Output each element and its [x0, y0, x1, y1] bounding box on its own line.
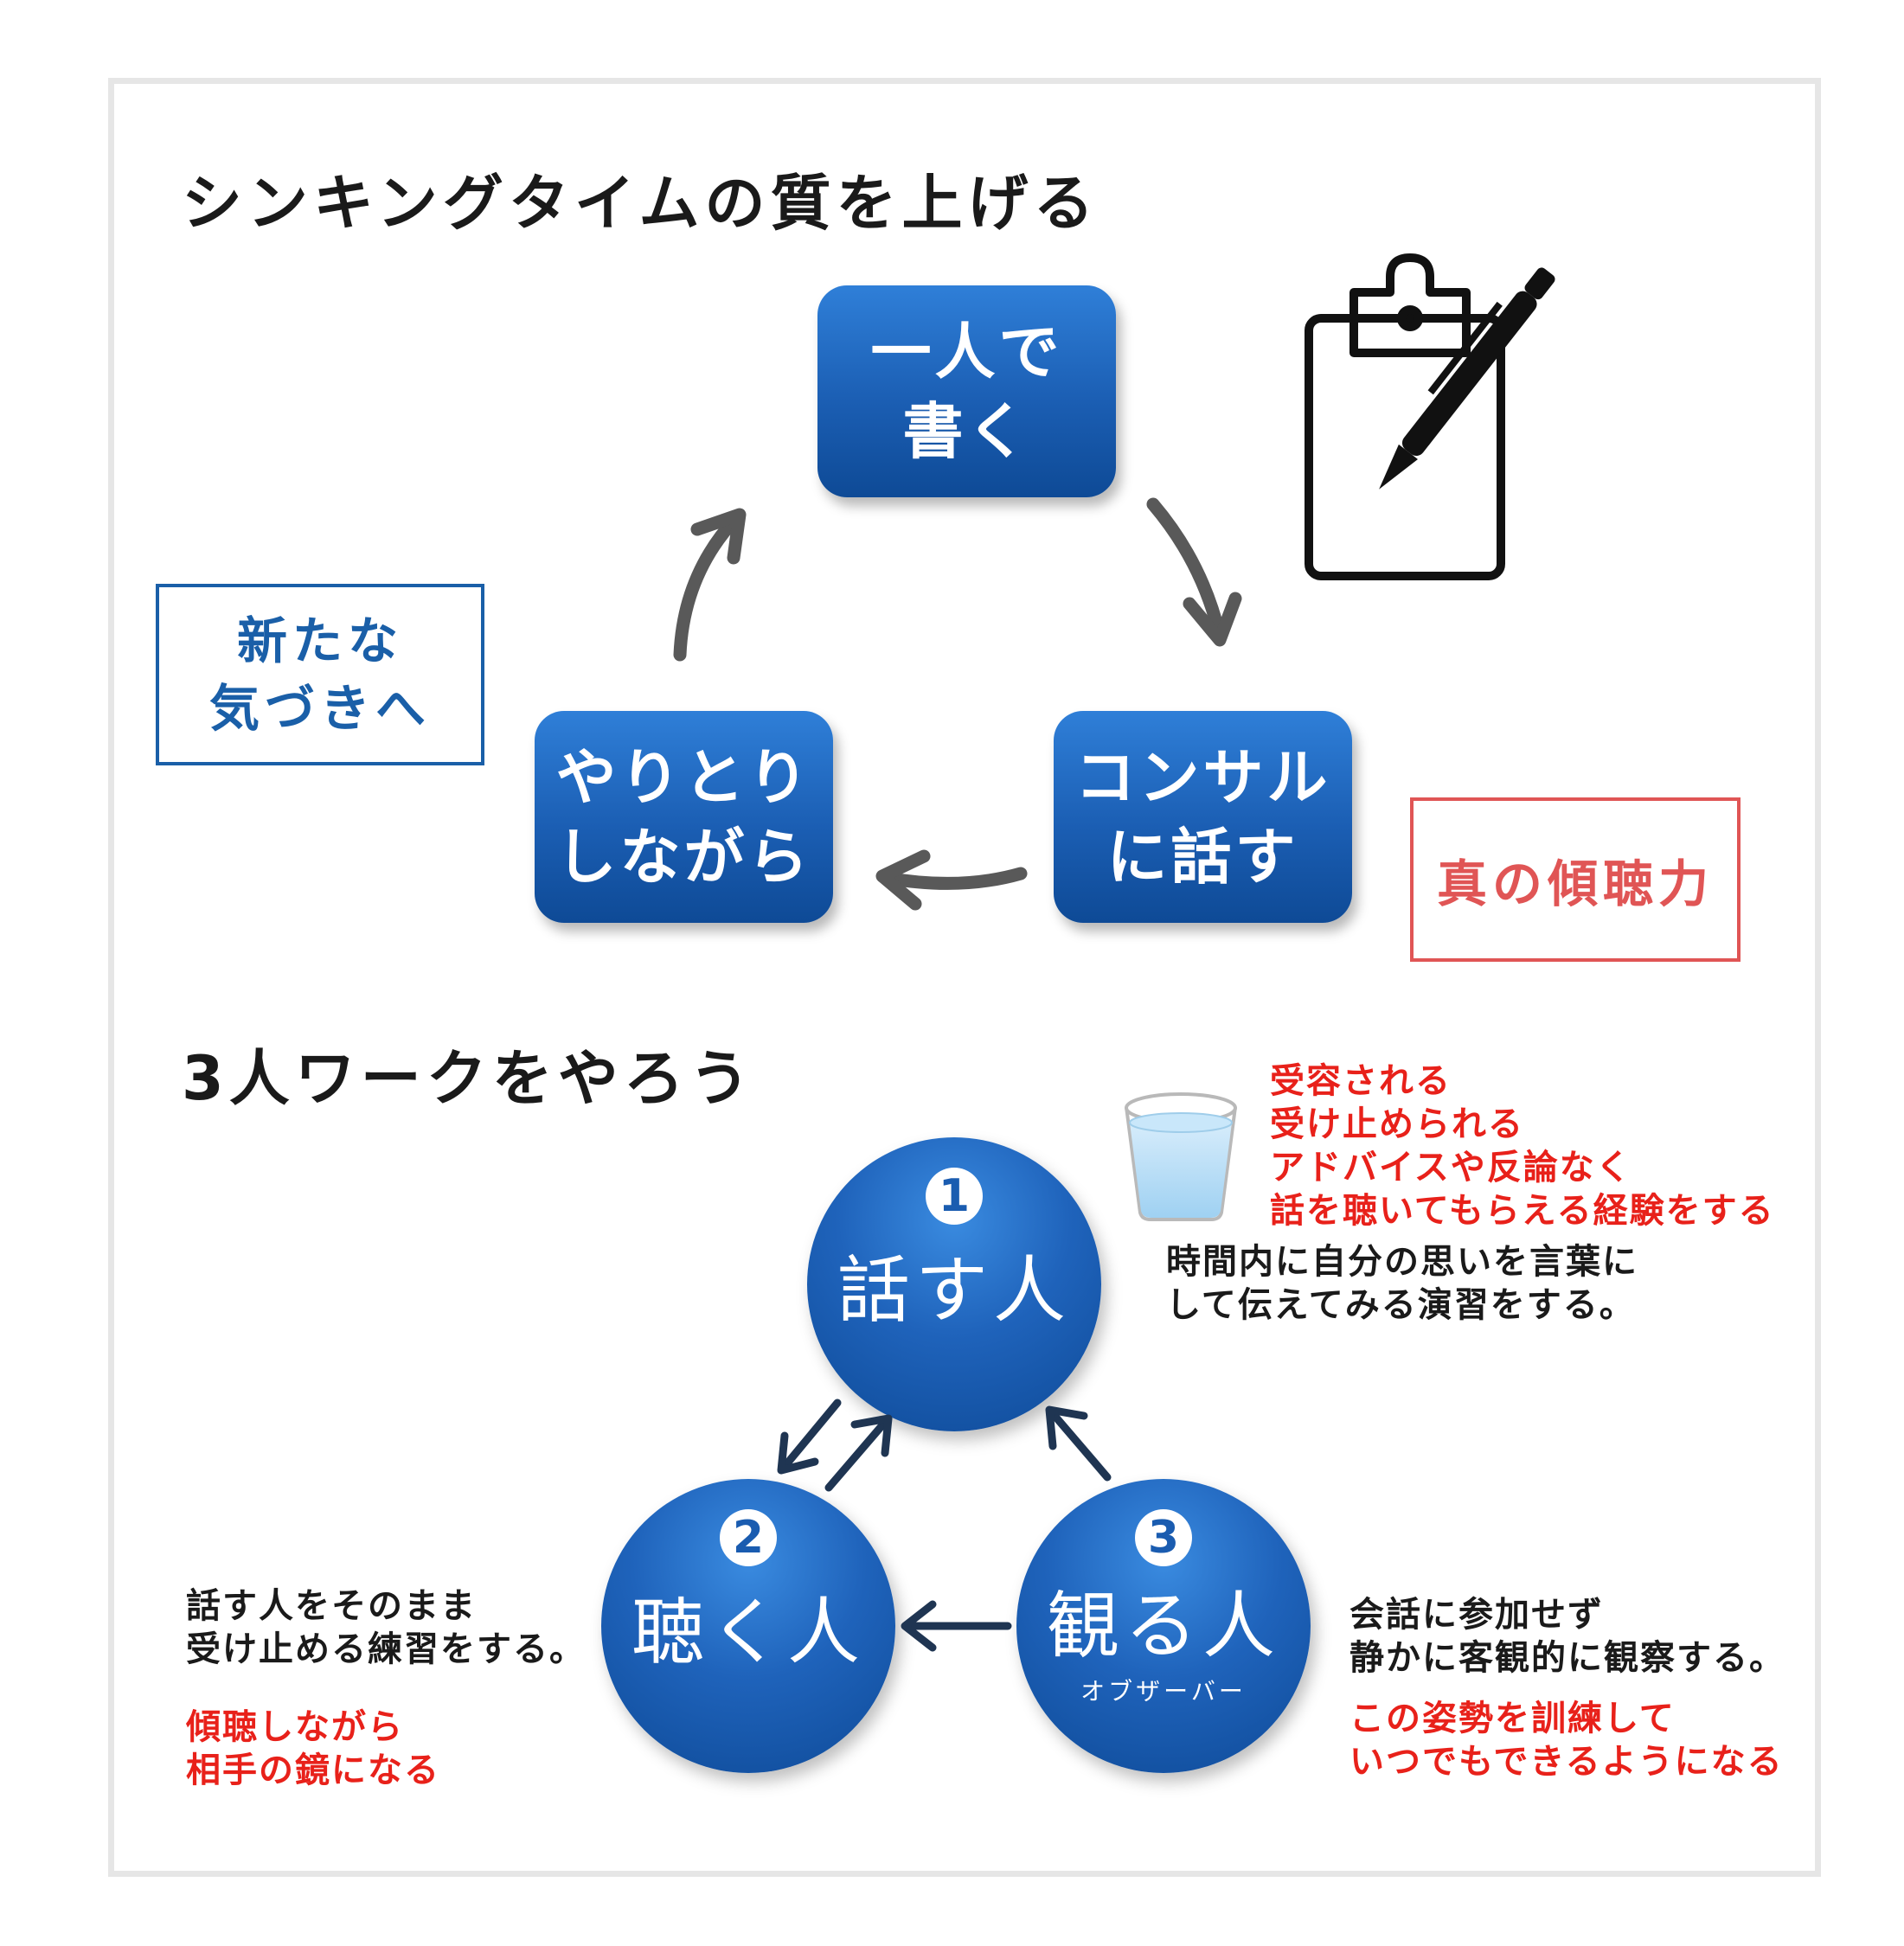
arrow-speaker-to-listener	[779, 1399, 842, 1473]
listener-goal-1: 傾聴しながら	[186, 1707, 404, 1747]
observer-description-note: 会話に参加せず 静かに客観的に観察する。	[1349, 1593, 1785, 1680]
speaker-number-badge: 1	[926, 1168, 983, 1225]
listener-desc-2: 受け止める練習をする。	[186, 1629, 586, 1669]
listener-goal-2: 相手の鏡になる	[186, 1751, 440, 1790]
step-write-line2: 書く	[902, 395, 1031, 467]
speaker-role-label: 話す人	[837, 1248, 1071, 1333]
listener-description-note: 話す人をそのまま 受け止める練習をする。	[186, 1584, 586, 1671]
step-exchange-line2: しながら	[555, 821, 812, 893]
true-listening-label: 真の傾聴力	[1436, 855, 1714, 913]
speaker-benefit-3: アドバイスや反論なく	[1270, 1148, 1632, 1187]
observer-number-badge: 3	[1135, 1509, 1192, 1566]
arrow-consult-to-exchange-head	[875, 849, 931, 911]
listener-desc-1: 話す人をそのまま	[186, 1586, 477, 1626]
arrow-consult-to-exchange	[880, 867, 1028, 890]
speaker-circle: 1 話す人	[807, 1137, 1101, 1431]
observer-goal-note: この姿勢を訓練して いつでもできるようになる	[1349, 1697, 1784, 1783]
speaker-benefit-2: 受け止められる	[1270, 1104, 1524, 1144]
speaker-description-note: 時間内に自分の思いを言葉に して伝えてみる演習をする。	[1166, 1240, 1638, 1327]
speaker-benefit-4: 話を聴いてもらえる経験をする	[1270, 1191, 1775, 1231]
step-write-line1: 一人で	[870, 316, 1063, 387]
observer-desc-2: 静かに客観的に観察する。	[1349, 1638, 1785, 1678]
arrow-listener-to-speaker	[824, 1416, 891, 1492]
step-consult-line1: コンサル	[1074, 741, 1331, 813]
speaker-benefit-1: 受容される	[1270, 1061, 1452, 1101]
listener-role-label: 聴く人	[631, 1590, 865, 1674]
listener-goal-note: 傾聴しながら 相手の鏡になる	[186, 1706, 440, 1792]
speaker-desc-1: 時間内に自分の思いを言葉に	[1166, 1242, 1638, 1282]
listener-number-badge: 2	[720, 1509, 777, 1566]
new-insight-box: 新たな 気づきへ	[156, 584, 484, 765]
arrow-write-to-consult	[1146, 497, 1227, 643]
section2-title: 3人ワークをやろう	[182, 1043, 755, 1114]
step-write-alone: 一人で 書く	[817, 285, 1116, 497]
new-insight-line2: 気づきへ	[208, 679, 431, 738]
step-tell-consultant: コンサル に話す	[1054, 711, 1352, 923]
listener-circle: 2 聴く人	[601, 1479, 895, 1773]
speaker-desc-2: して伝えてみる演習をする。	[1166, 1285, 1636, 1325]
observer-sub-label: オブザーバー	[1080, 1677, 1247, 1706]
observer-goal-2: いつでもできるようになる	[1349, 1742, 1784, 1782]
observer-circle: 3 観る人 オブザーバー	[1016, 1479, 1311, 1773]
observer-goal-1: この姿勢を訓練して	[1349, 1699, 1676, 1738]
arrow-exchange-to-write-head	[690, 508, 747, 565]
observer-role-label: 観る人	[1046, 1584, 1280, 1668]
section1-title: シンキングタイムの質を上げる	[182, 168, 1099, 239]
true-listening-box: 真の傾聴力	[1410, 797, 1741, 962]
arrow-exchange-to-write	[673, 512, 742, 662]
arrow-write-to-consult-head	[1183, 592, 1242, 647]
speaker-benefits-note: 受容される 受け止められる アドバイスや反論なく 話を聴いてもらえる経験をする	[1270, 1059, 1775, 1232]
new-insight-line1: 新たな	[236, 611, 403, 670]
arrow-observer-to-speaker	[1047, 1407, 1112, 1482]
step-consult-line2: に話す	[1106, 821, 1299, 893]
content-frame	[108, 78, 1821, 1877]
step-exchange-line1: やりとり	[555, 741, 812, 813]
observer-desc-1: 会話に参加せず	[1349, 1595, 1604, 1635]
step-exchange: やりとり しながら	[535, 711, 833, 923]
